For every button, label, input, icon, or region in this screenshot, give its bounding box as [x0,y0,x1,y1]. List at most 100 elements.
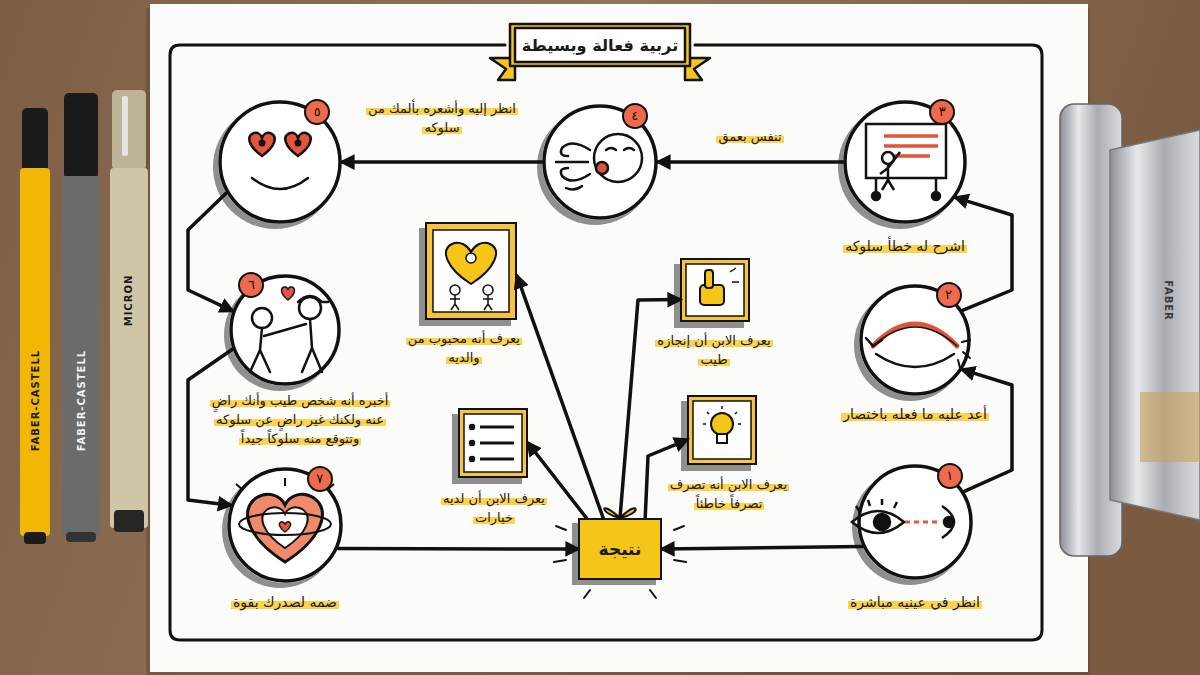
pens [64,93,98,179]
card-love [483,285,493,295]
step-circle: ٢أعد عليه ما فعله باختصار [859,284,971,396]
circle-grounds [218,100,973,583]
callout-number: ١ [937,463,963,489]
result-box: نتيجة [578,518,662,580]
card-thumbs-up [674,258,750,328]
card-choices-list [470,457,475,462]
caption: ضمه لصدرك بقوة [231,594,339,610]
step-circle: ٦أخبره أنه شخص طيب وأنك راضٍ عنه ولكنك غ… [229,274,341,386]
caption: يعرف الابن أن إنجازه طيب [655,333,772,367]
repeat-arc-icon [866,338,882,346]
heart-eyes-face-icon [259,140,266,147]
edge-label: تنفس بعمق [716,129,783,144]
gift-box-decor [554,508,686,598]
title-ribbon [490,24,710,80]
card-thumbs-up [730,268,739,282]
repeat-arc-icon [873,324,957,346]
whiteboard-icon [880,152,900,190]
whiteboard-icon [872,192,880,200]
step-circle: ٥ [218,100,342,224]
caption: اشرح له خطأ سلوكه [843,238,967,254]
breathing-face-icon [561,143,590,156]
heart-eyes-face-icon [249,133,274,156]
flow-arrow [338,547,578,551]
caption-wrap: أخبره أنه شخص طيب وأنك راضٍ عنه ولكنك غي… [200,392,400,449]
clipboard-clip [1110,130,1200,520]
breathing-face-icon [606,148,634,150]
outcome-card: يعرف أنه محبوب من والديه [425,222,517,320]
printed-label: MICRON [123,274,134,326]
hug-heart-icon [279,522,290,532]
card-love [446,243,496,284]
pens [22,108,48,172]
outcome-card: يعرف الابن أن إنجازه طيب [680,258,750,322]
card-light-bulb [703,406,741,424]
breathing-face-icon [596,162,608,174]
flow-arrow [188,349,232,505]
whiteboard-icon [932,192,940,200]
heart-eyes-face-icon [252,178,308,189]
circle-grounds [218,100,342,224]
caption: انظر في عينيه مباشرة [848,594,982,610]
two-people-icon [302,319,322,372]
caption-wrap: اشرح له خطأ سلوكه [815,236,995,257]
step-circle: ٣اشرح له خطأ سلوكه [843,100,967,224]
card-thumbs-up [686,264,744,316]
frame [170,45,1042,640]
eye-icon [942,506,954,538]
caption-wrap: أعد عليه ما فعله باختصار [820,404,1010,425]
pens [122,96,128,156]
breathing-face-icon [594,134,642,182]
heart-eyes-face-icon [285,133,310,156]
repeat-arc-icon [873,327,957,346]
two-people-icon [252,308,272,328]
two-people-icon [282,287,295,300]
title-ribbon [515,28,685,62]
card-light-bulb [711,413,733,435]
card-choices-list [470,441,475,446]
callout-number: ٧ [307,466,333,492]
card-love [433,230,509,312]
card-love [450,285,460,295]
pens [24,532,46,544]
whiteboard-icon [866,124,946,178]
caption: يعرف الابن أن لديه خيارات [441,491,547,525]
card-love [425,222,517,320]
two-people-icon [298,296,328,302]
breathing-face-icon [556,134,642,190]
title-ribbon [510,24,690,66]
eye-icon [852,499,954,538]
card-thumbs-up [680,258,750,322]
callout-number: ٦ [238,272,264,298]
step-circle: ٧ضمه لصدرك بقوة [227,467,343,583]
caption-wrap: انظر في عينيه مباشرة [820,592,1010,613]
flow-arrow [658,160,843,164]
card-choices-list [452,408,528,484]
two-people-icon [299,297,321,319]
card-light-bulb [681,395,757,471]
hug-heart-icon [239,513,331,535]
card-love [419,222,517,326]
step-circle: ١انظر في عينيه مباشرة [857,464,973,580]
whiteboard-icon [866,124,946,200]
pens [110,168,148,528]
heart-eyes-face-icon [295,140,302,147]
box-label: نتيجة [599,539,642,559]
two-people-icon [250,287,328,372]
card-thumbs-up [705,270,713,288]
outcome-card: يعرف الابن أنه تصرف تصرفاً خاطئاً [687,395,757,465]
card-choices-list [458,408,528,478]
edge-label: انظر إليه وأشعره بألمك من سلوكه [366,101,518,135]
pens [112,90,146,170]
heart-eyes-face-icon [249,133,310,189]
pens [20,90,148,544]
caption-wrap: يعرف أنه محبوب من والديه [406,330,522,368]
card-light-bulb [687,395,757,465]
pens [62,176,100,536]
card-love [419,228,511,326]
caption: أعد عليه ما فعله باختصار [841,406,989,422]
card-love [466,253,476,263]
